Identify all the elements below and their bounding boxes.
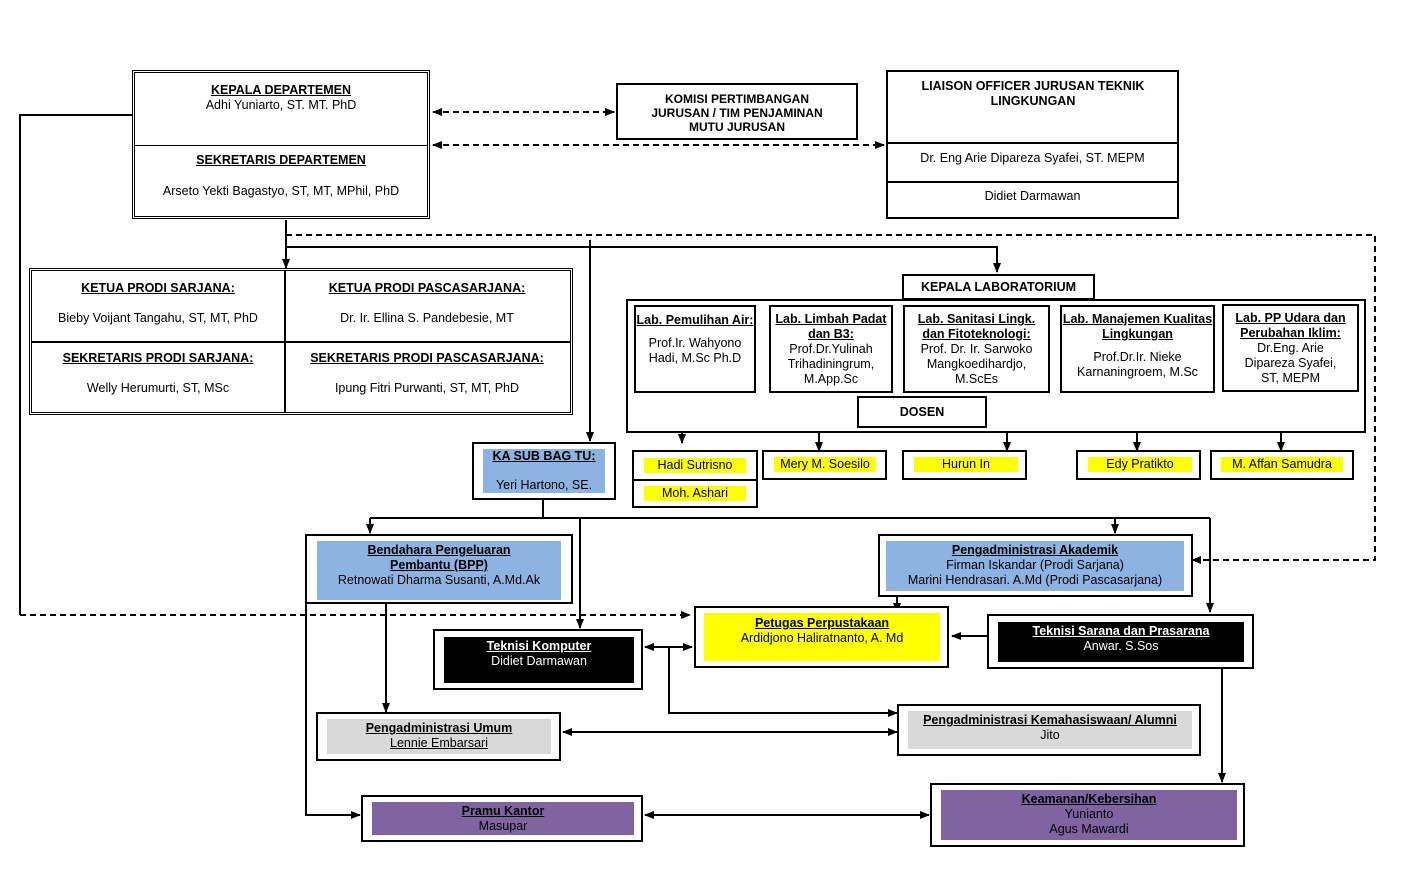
sekretaris-sarjana-title: SEKRETARIS PRODI SARJANA:: [62, 351, 254, 365]
lab-head: Prof.Dr.Ir. Nieke Karnaningroem, M.Sc: [1077, 350, 1198, 379]
kemahasiswaan-title: Pengadministrasi Kemahasiswaan/ Alumni: [923, 713, 1177, 727]
staff-name: Edy Pratikto: [1088, 457, 1192, 472]
ketua-sarjana-title: KETUA PRODI SARJANA:: [81, 281, 235, 295]
lab-staff-box-sanitasi: Hurun In: [902, 450, 1027, 480]
liaison-box: LIAISON OFFICER JURUSAN TEKNIK LINGKUNGA…: [886, 70, 1179, 219]
lab-head: Prof. Dr. Ir. Sarwoko Mangkoedihardjo, M…: [920, 342, 1033, 386]
pramu-kantor-box: Pramu Kantor Masupar: [361, 795, 643, 842]
lab-head: Prof.Ir. Wahyono Hadi, M.Sc Ph.D: [648, 336, 742, 365]
perpustakaan-name: Ardidjono Haliratnanto, A. Md: [740, 631, 904, 645]
lab-staff-box-manajemen: Edy Pratikto: [1076, 450, 1201, 480]
keamanan-kebersihan-box: Keamanan/Kebersihan Yunianto Agus Maward…: [930, 783, 1245, 847]
bpp-title: Bendahara Pengeluaran Pembantu (BPP): [367, 543, 511, 572]
kepala-departemen-title: KEPALA DEPARTEMEN: [210, 83, 352, 97]
lab-staff-box-pemulihan-air: Hadi Sutrisno Moh. Ashari: [632, 450, 758, 508]
sekretaris-pascasarjana-name: Ipung Fitri Purwanti, ST, MT, PhD: [334, 381, 520, 395]
keamanan-title: Keamanan/Kebersihan: [1021, 792, 1157, 806]
prodi-box: KETUA PRODI SARJANA: Bieby Voijant Tanga…: [29, 268, 573, 415]
sekretaris-pascasarjana-title: SEKRETARIS PRODI PASCASARJANA:: [310, 351, 544, 365]
staff-name: M. Affan Samudra: [1221, 457, 1343, 472]
teknisi-komputer-name: Didiet Darmawan: [491, 654, 587, 668]
kepala-departemen-box: KEPALA DEPARTEMEN Adhi Yuniarto, ST. MT.…: [132, 70, 430, 219]
akademik-name-1: Firman Iskandar (Prodi Sarjana): [946, 558, 1124, 572]
teknisi-sarana-title: Teknisi Sarana dan Prasarana: [1032, 624, 1210, 638]
pengadministrasi-umum-box: Pengadministrasi Umum Lennie Embarsari: [316, 712, 561, 761]
kemahasiswaan-name: Jito: [1040, 728, 1060, 742]
lab-title: Lab. Limbah Padat dan B3:: [775, 312, 887, 341]
teknisi-komputer-title: Teknisi Komputer: [486, 639, 592, 653]
sekretaris-departemen-name: Arseto Yekti Bagastyo, ST, MT, MPhil, Ph…: [162, 184, 400, 198]
akademik-title: Pengadministrasi Akademik: [951, 543, 1119, 557]
sekretaris-departemen-title: SEKRETARIS DEPARTEMEN: [196, 153, 366, 167]
staff-name: Hurun In: [914, 457, 1018, 472]
kepala-departemen-name: Adhi Yuniarto, ST. MT. PhD: [205, 98, 357, 112]
ketua-pascasarjana-title: KETUA PRODI PASCASARJANA:: [328, 281, 526, 295]
lab-head: Prof.Dr.Yulinah Trihadiningrum, M.App.Sc: [787, 342, 875, 386]
ka-sub-bag-tu-title: KA SUB BAG TU:: [492, 449, 596, 463]
lab-title: Lab. Pemulihan Air:: [636, 313, 754, 327]
perpustakaan-title: Petugas Perpustakaan: [754, 616, 890, 630]
pengadministrasi-kemahasiswaan-box: Pengadministrasi Kemahasiswaan/ Alumni J…: [897, 704, 1201, 756]
petugas-perpustakaan-box: Petugas Perpustakaan Ardidjono Haliratna…: [694, 606, 949, 668]
teknisi-komputer-box: Teknisi Komputer Didiet Darmawan: [433, 629, 643, 690]
kepala-laboratorium-box: KEPALA LABORATORIUM: [902, 274, 1095, 300]
lab-head: Dr.Eng. Arie Dipareza Syafei, ST, MEPM: [1244, 341, 1337, 385]
liaison-person-2: Didiet Darmawan: [984, 189, 1081, 203]
staff-name: Mery M. Soesilo: [774, 457, 876, 472]
akademik-name-2: Marini Hendrasari. A.Md (Prodi Pascasarj…: [907, 573, 1163, 587]
teknisi-sarana-box: Teknisi Sarana dan Prasarana Anwar. S.So…: [987, 614, 1254, 669]
pramu-title: Pramu Kantor: [461, 804, 545, 818]
ketua-sarjana-name: Bieby Voijant Tangahu, ST, MT, PhD: [58, 311, 258, 325]
lab-box-udara: Lab. PP Udara dan Perubahan Iklim: Dr.En…: [1222, 304, 1359, 392]
pramu-name: Masupar: [478, 819, 528, 833]
keamanan-name-2: Agus Mawardi: [1049, 822, 1129, 836]
lab-box-limbah-padat: Lab. Limbah Padat dan B3: Prof.Dr.Yulina…: [769, 305, 893, 393]
ka-sub-bag-tu-name: Yeri Hartono, SE.: [495, 478, 593, 492]
lab-title: Lab. PP Udara dan Perubahan Iklim:: [1235, 311, 1346, 340]
liaison-title: LIAISON OFFICER JURUSAN TEKNIK LINGKUNGA…: [921, 79, 1145, 108]
lab-staff-box-limbah-padat: Mery M. Soesilo: [762, 450, 887, 480]
dosen-label: DOSEN: [899, 405, 945, 419]
lab-box-pemulihan-air: Lab. Pemulihan Air: Prof.Ir. Wahyono Had…: [634, 305, 756, 393]
staff-name: Hadi Sutrisno: [644, 458, 746, 473]
dosen-box: DOSEN: [857, 396, 987, 428]
lab-box-sanitasi: Lab. Sanitasi Lingk. dan Fitoteknologi: …: [903, 305, 1050, 393]
komisi-line-2: JURUSAN / TIM PENJAMINAN: [651, 106, 823, 120]
divider: [135, 145, 427, 146]
umum-name: Lennie Embarsari: [390, 736, 488, 750]
komisi-line-3: MUTU JURUSAN: [689, 120, 785, 134]
umum-title: Pengadministrasi Umum: [365, 721, 513, 735]
kepala-laboratorium-title: KEPALA LABORATORIUM: [920, 280, 1077, 294]
sekretaris-sarjana-name: Welly Herumurti, ST, MSc: [86, 381, 230, 395]
lab-box-manajemen: Lab. Manajemen Kualitas Lingkungan Prof.…: [1060, 305, 1215, 393]
ka-sub-bag-tu-box: KA SUB BAG TU: Yeri Hartono, SE.: [472, 442, 616, 500]
komisi-line-1: KOMISI PERTIMBANGAN: [665, 92, 809, 106]
ketua-pascasarjana-name: Dr. Ir. Ellina S. Pandebesie, MT: [340, 311, 514, 325]
staff-name: Moh. Ashari: [644, 486, 746, 501]
lab-staff-box-udara: M. Affan Samudra: [1210, 450, 1354, 480]
bpp-name: Retnowati Dharma Susanti, A.Md.Ak: [337, 573, 541, 587]
lab-title: Lab. Manajemen Kualitas Lingkungan: [1062, 312, 1213, 341]
keamanan-name-1: Yunianto: [1064, 807, 1114, 821]
liaison-person-1: Dr. Eng Arie Dipareza Syafei, ST. MEPM: [920, 151, 1145, 165]
bpp-box: Bendahara Pengeluaran Pembantu (BPP) Ret…: [305, 534, 573, 604]
lab-title: Lab. Sanitasi Lingk. dan Fitoteknologi:: [917, 312, 1036, 341]
komisi-box: KOMISI PERTIMBANGAN JURUSAN / TIM PENJAM…: [616, 83, 858, 140]
teknisi-sarana-name: Anwar. S.Sos: [1083, 639, 1159, 653]
pengadministrasi-akademik-box: Pengadministrasi Akademik Firman Iskanda…: [878, 534, 1193, 597]
